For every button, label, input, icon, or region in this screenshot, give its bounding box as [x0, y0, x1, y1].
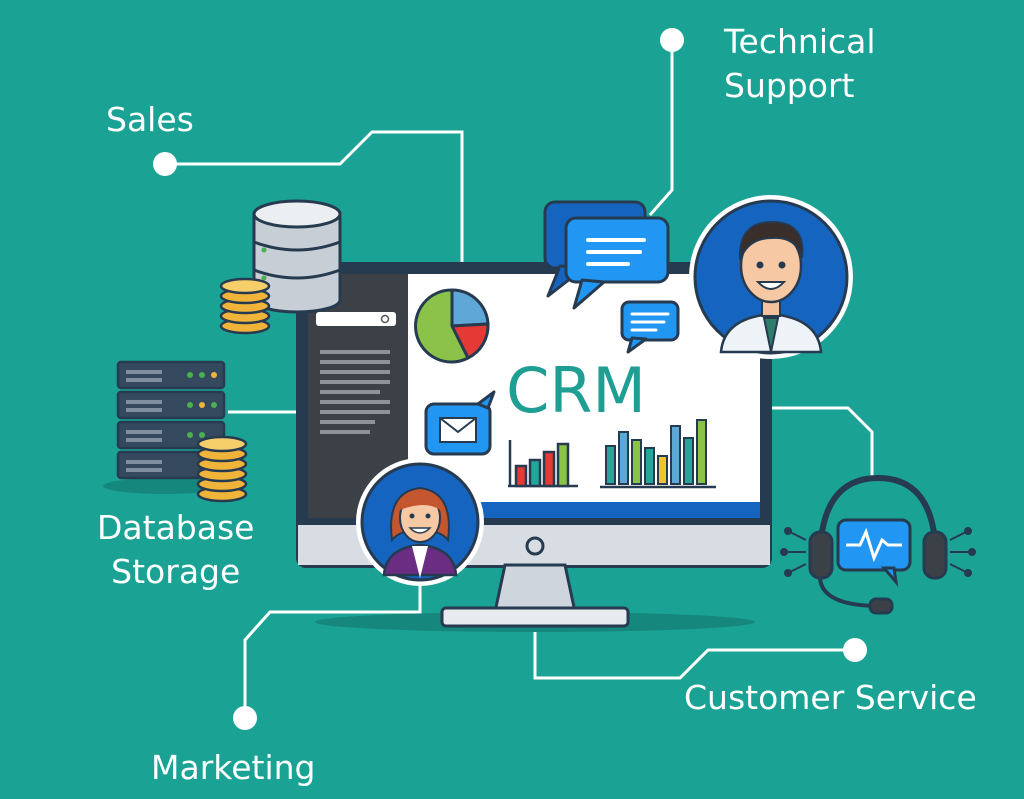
dot-mkt [233, 706, 257, 730]
crm-title: CRM [506, 354, 646, 427]
email-icon [424, 390, 496, 456]
label-database-storage-line2: Storage [111, 552, 241, 591]
label-technical-support-line1: Technical [724, 22, 876, 61]
coin-stack-icon [219, 277, 271, 335]
connector-dots [153, 28, 867, 730]
server-rack-icon [103, 360, 227, 494]
dot-cs [843, 638, 867, 662]
sidebar-text-lines [320, 350, 390, 434]
monitor-power-icon [525, 536, 545, 556]
headset-icon [808, 474, 948, 615]
label-sales: Sales [106, 100, 194, 139]
chat-bubble-icon [543, 200, 670, 310]
label-technical-support-line2: Support [724, 66, 855, 105]
search-icon [380, 314, 390, 324]
label-database-storage: Database Storage [97, 506, 254, 594]
marketing-avatar-icon [356, 458, 484, 586]
connector-tech [648, 40, 674, 216]
label-customer-service: Customer Service [684, 678, 977, 717]
agent-avatar-icon [689, 195, 853, 359]
connector-headset [772, 406, 874, 478]
search-input [316, 312, 396, 326]
label-technical-support: Technical Support [724, 20, 876, 108]
label-marketing: Marketing [151, 748, 316, 787]
dot-tech [660, 28, 684, 52]
connector-cs [533, 625, 855, 680]
database-icon [252, 199, 342, 314]
connector-sales [165, 130, 464, 262]
bar-chart-large-icon [600, 419, 716, 489]
chat-bubble-small-icon [620, 300, 680, 354]
coin-stack-icon-2 [196, 435, 248, 503]
label-database-storage-line1: Database [97, 508, 255, 547]
headset-signal-dots [780, 527, 976, 577]
connector-mkt [243, 585, 422, 718]
pie-chart-icon [414, 288, 490, 364]
dot-sales [153, 152, 177, 176]
bar-chart-icon [508, 440, 578, 488]
connector-lines [165, 40, 874, 718]
